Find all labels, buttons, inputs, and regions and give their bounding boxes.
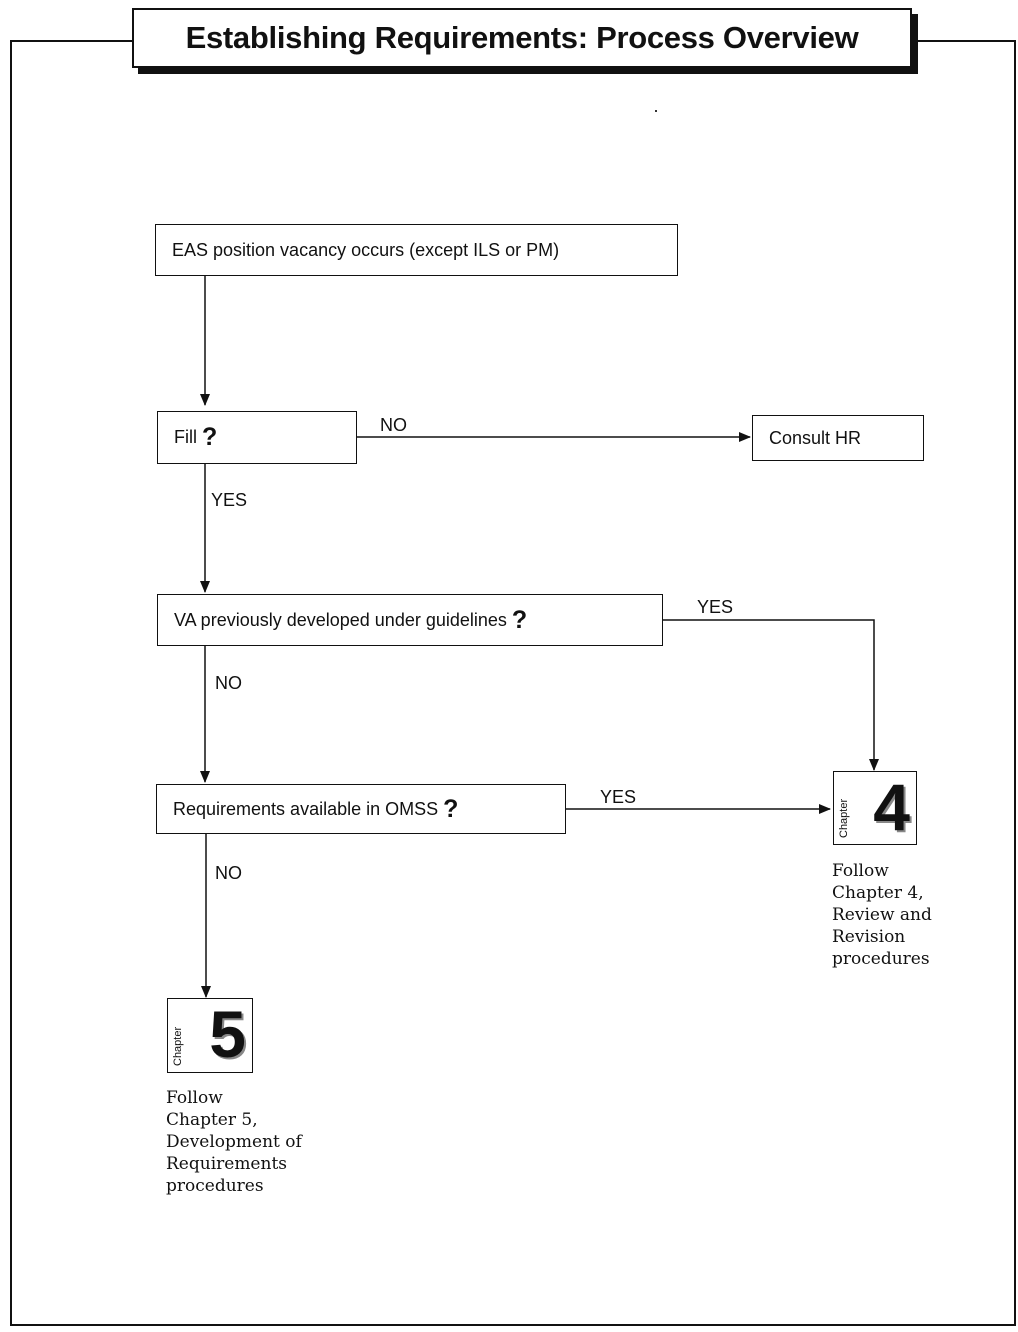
page-title: Establishing Requirements: Process Overv… [185,20,859,55]
arrow-va-yes [663,619,879,771]
node-fill: Fill ? [157,411,357,464]
edge-label-fill-no: NO [380,415,407,435]
frame-left [10,40,12,1326]
node-fill-label: Fill [174,427,197,447]
question-mark-icon: ? [443,794,459,823]
edge-label-va-no: NO [215,673,242,693]
chapter-5-note-line: Development of [166,1132,302,1152]
chapter-5-note-line: Follow [166,1088,223,1108]
chapter-5-icon: Chapter 5 [167,998,253,1073]
chapter-4-note: Follow Chapter 4, Review and Revision pr… [832,860,932,970]
chapter-5-note: Follow Chapter 5, Development of Require… [166,1087,302,1197]
node-va-previous-label: VA previously developed under guidelines [174,609,507,630]
question-mark-icon: ? [202,423,218,451]
title-box: Establishing Requirements: Process Overv… [132,8,912,68]
node-requirements-omss-label: Requirements available in OMSS [173,798,439,819]
node-consult-hr: Consult HR [752,415,924,461]
frame-right [1014,40,1016,1326]
question-mark-icon: ? [511,605,528,634]
chapter-4-note-line: Revision [832,927,906,947]
chapter-4-note-line: Review and [832,905,932,925]
chapter-5-number: 5 [209,997,246,1071]
chapter-5-note-line: Chapter 5, [166,1110,258,1130]
frame-bottom [10,1324,1016,1326]
chapter-4-word: Chapter [838,798,850,838]
chapter-4-note-line: procedures [832,949,930,969]
chapter-5-word: Chapter [172,1026,184,1066]
chapter-4-icon: Chapter 4 [833,771,917,845]
chapter-4-note-line: Chapter 4, [832,883,924,903]
node-va-previous: VA previously developed under guidelines… [157,594,663,646]
edge-label-fill-yes: YES [211,490,248,510]
edge-label-va-yes: YES [697,597,734,617]
node-vacancy: EAS position vacancy occurs (except ILS … [155,224,678,276]
frame-top-right [918,40,1016,42]
node-requirements-omss: Requirements available in OMSS ? [156,784,566,834]
chapter-5-note-line: procedures [166,1176,264,1196]
chapter-4-number: 4 [873,770,910,844]
node-vacancy-label: EAS position vacancy occurs (except ILS … [172,239,560,260]
edge-label-omss-yes: YES [600,787,637,807]
stray-dot [655,110,657,112]
chapter-4-note-line: Follow [832,861,889,881]
node-consult-hr-label: Consult HR [769,427,862,448]
chapter-5-note-line: Requirements [166,1154,288,1174]
edge-label-omss-no: NO [215,863,242,883]
frame-top-left [10,40,132,42]
